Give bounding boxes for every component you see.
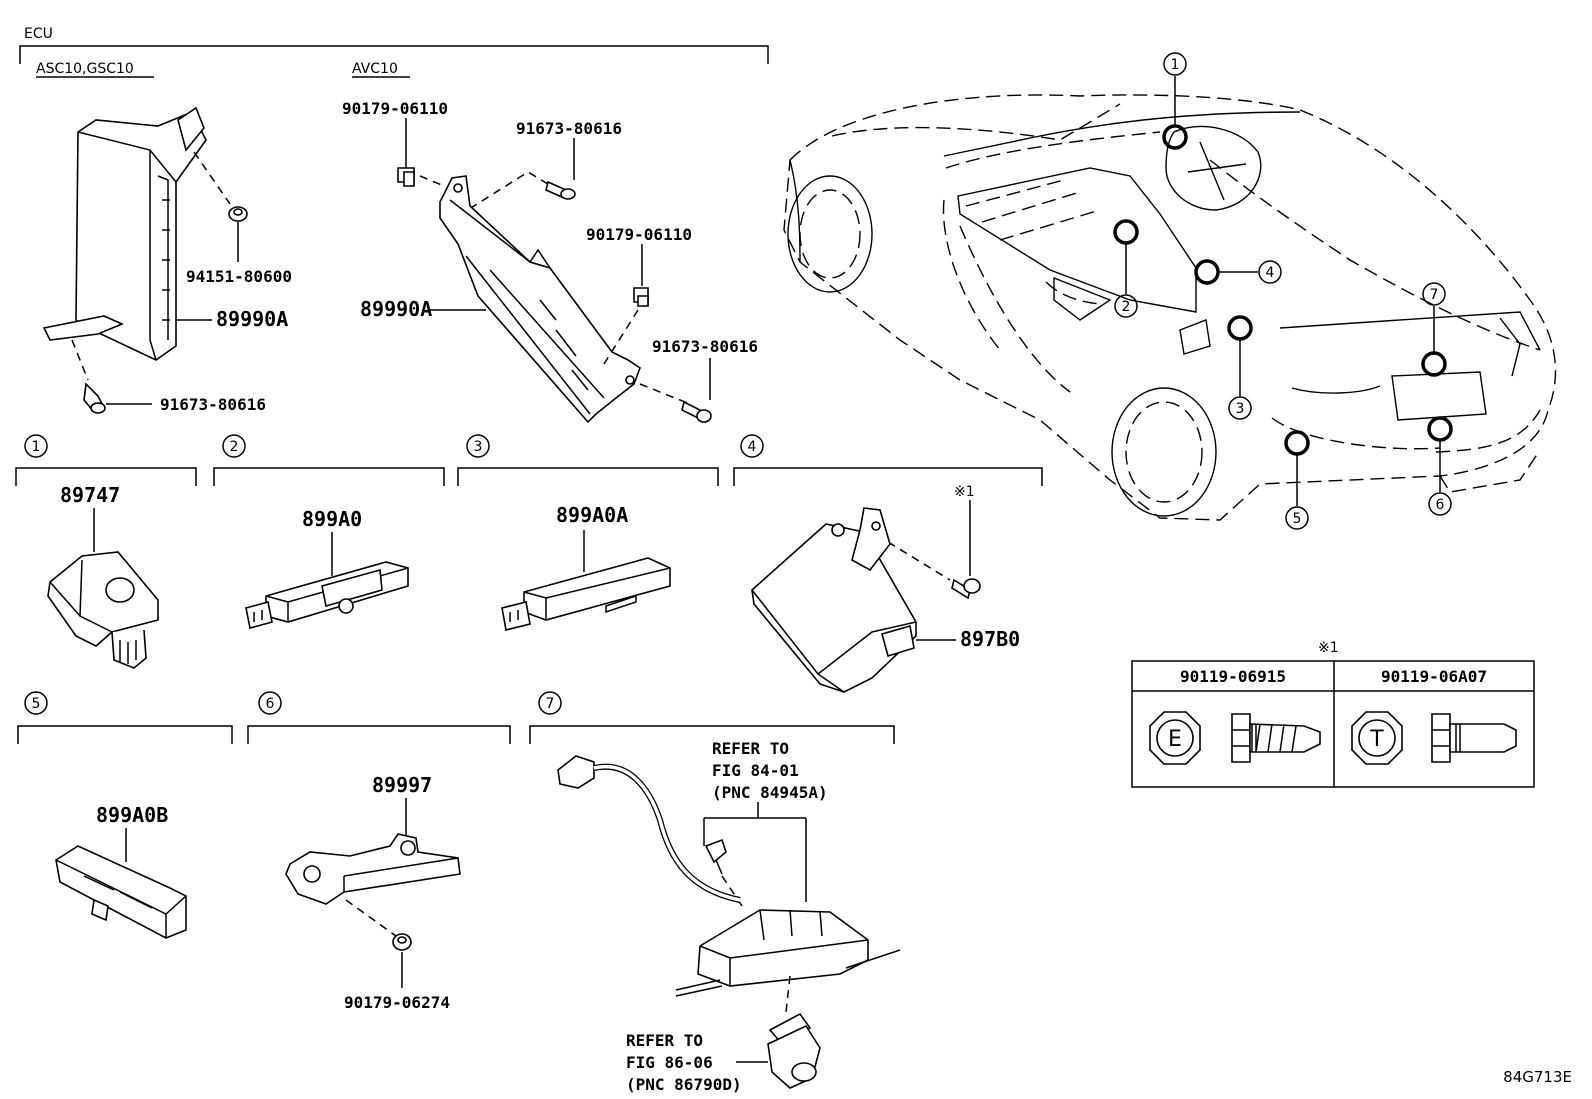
section-1-number: 1 bbox=[32, 439, 41, 455]
rear-camera-drawing bbox=[767, 1012, 821, 1089]
section-6-bracket bbox=[247, 725, 511, 744]
section-2-part-label: 899A0 bbox=[302, 507, 362, 531]
car-callout-3 bbox=[1228, 396, 1252, 420]
bolt-t-mark: T bbox=[1369, 727, 1384, 752]
svg-text:5: 5 bbox=[1293, 511, 1302, 527]
svg-text:1: 1 bbox=[1171, 57, 1180, 73]
screw-91673-a-icon bbox=[83, 382, 106, 414]
svg-text:6: 6 bbox=[1436, 497, 1445, 513]
car-callout-1 bbox=[1163, 52, 1187, 76]
ecu-a-part-label: 89990A bbox=[216, 307, 288, 331]
variant-b-label: AVC10 bbox=[352, 61, 398, 77]
clip-90179-b2-icon bbox=[633, 287, 649, 307]
section-4-part-label: 897B0 bbox=[960, 627, 1020, 651]
svg-text:7: 7 bbox=[1430, 287, 1439, 303]
part-899a0a-drawing bbox=[501, 557, 671, 631]
ref1-line2: FIG 84-01 bbox=[712, 761, 799, 780]
svg-text:3: 3 bbox=[1236, 401, 1245, 417]
camera-harness-drawing bbox=[557, 755, 901, 997]
ref2-line2: FIG 86-06 bbox=[626, 1053, 713, 1072]
ref1-line1: REFER TO bbox=[712, 739, 789, 758]
screw-ref1-icon bbox=[704, 838, 727, 875]
car-callout-5 bbox=[1285, 506, 1309, 530]
fastener-col1-part: 90119-06915 bbox=[1180, 667, 1286, 686]
section-4-badge bbox=[740, 434, 764, 458]
clip-b2-label: 90179-06110 bbox=[586, 225, 692, 244]
car-callout-leaders bbox=[1125, 76, 1441, 506]
ref2-line3: (PNC 86790D) bbox=[626, 1075, 742, 1094]
section-6-part-label: 89997 bbox=[372, 773, 432, 797]
screw-b2-label: 91673-80616 bbox=[652, 337, 758, 356]
section-3-part-label: 899A0A bbox=[556, 503, 628, 527]
part-899a0b-drawing bbox=[55, 845, 187, 939]
figure-id: 84G713E bbox=[1503, 1068, 1572, 1086]
section-1-part-label: 89747 bbox=[60, 483, 120, 507]
fastener-table bbox=[1131, 660, 1535, 788]
nut-94151-icon bbox=[228, 206, 248, 222]
screw-a-label: 91673-80616 bbox=[160, 395, 266, 414]
ecu-group-label: ECU bbox=[24, 26, 53, 42]
section-3-bracket bbox=[457, 467, 719, 486]
section-1-bracket bbox=[15, 467, 197, 486]
section-2-bracket bbox=[213, 467, 445, 486]
section-7-bracket bbox=[529, 725, 895, 744]
ecu-a-drawing bbox=[42, 106, 207, 361]
part-89997-drawing bbox=[285, 833, 461, 905]
svg-text:4: 4 bbox=[1266, 265, 1275, 281]
ecu-b-part-label: 89990A bbox=[360, 297, 432, 321]
car-illustration bbox=[783, 94, 1557, 521]
section-5-badge bbox=[24, 691, 48, 715]
clip-90179-06274-icon bbox=[392, 933, 412, 951]
section-4-fastener-note: ※1 bbox=[954, 484, 975, 500]
car-markers bbox=[1113, 124, 1453, 456]
fastener-col2-part: 90119-06A07 bbox=[1381, 667, 1487, 686]
ref1-bracket bbox=[703, 802, 807, 902]
section-7-number: 7 bbox=[546, 696, 555, 712]
ecu-a-nut-leader bbox=[193, 151, 231, 205]
car-callout-7 bbox=[1422, 282, 1446, 306]
svg-text:2: 2 bbox=[1122, 299, 1131, 315]
screw-91673-b2-icon bbox=[681, 400, 712, 423]
ecu-b-drawing bbox=[439, 175, 641, 424]
section-3-number: 3 bbox=[474, 439, 483, 455]
bolt-e-drawing bbox=[1149, 711, 1321, 765]
variant-a-label: ASC10,GSC10 bbox=[36, 61, 134, 77]
clip-90179-b1-icon bbox=[397, 167, 415, 187]
section-7-badge bbox=[538, 691, 562, 715]
section-5-number: 5 bbox=[32, 696, 41, 712]
fastener-table-title: ※1 bbox=[1318, 640, 1339, 656]
clip-b1-label: 90179-06110 bbox=[342, 99, 448, 118]
car-callout-badges: 1 2 3 4 5 6 7 bbox=[1114, 52, 1452, 530]
section-4-number: 4 bbox=[748, 439, 757, 455]
screw-b1-label: 91673-80616 bbox=[516, 119, 622, 138]
section-3-badge bbox=[466, 434, 490, 458]
section-5-part-label: 899A0B bbox=[96, 803, 168, 827]
ecu-group-bracket bbox=[19, 45, 769, 64]
bolt-t-drawing bbox=[1351, 711, 1517, 765]
car-callout-4 bbox=[1258, 260, 1282, 284]
part-897b0-drawing bbox=[751, 507, 917, 693]
ref2-line1: REFER TO bbox=[626, 1031, 703, 1050]
section-2-number: 2 bbox=[230, 439, 239, 455]
section-6-badge bbox=[258, 691, 282, 715]
bolt-e-mark: E bbox=[1168, 727, 1182, 752]
car-callout-6 bbox=[1428, 492, 1452, 516]
part-899a0-drawing bbox=[245, 561, 409, 629]
screw-91673-b1-icon bbox=[545, 180, 576, 200]
car-callout-2 bbox=[1114, 294, 1138, 318]
section-6-fastener-label: 90179-06274 bbox=[344, 993, 450, 1012]
section-6-number: 6 bbox=[266, 696, 275, 712]
part-89747-drawing bbox=[47, 551, 159, 669]
section-5-bracket bbox=[17, 725, 233, 744]
section-1-badge bbox=[24, 434, 48, 458]
section-2-badge bbox=[222, 434, 246, 458]
nut-a-label: 94151-80600 bbox=[186, 267, 292, 286]
section-4-bracket bbox=[733, 467, 1043, 486]
ref1-line3: (PNC 84945A) bbox=[712, 783, 828, 802]
screw-ref-1-icon bbox=[951, 578, 981, 600]
